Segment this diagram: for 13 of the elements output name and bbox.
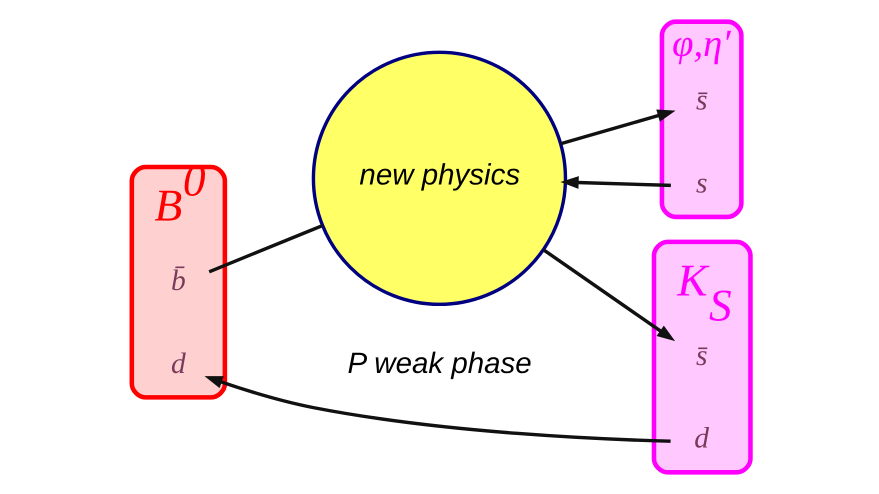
node-text: d bbox=[170, 348, 186, 380]
node-text: d bbox=[694, 422, 709, 455]
node-text: b̄ bbox=[170, 264, 186, 297]
arrow bbox=[560, 110, 676, 146]
arrow bbox=[560, 176, 670, 189]
node-circle: new physics bbox=[311, 50, 567, 306]
arrow bbox=[204, 376, 670, 443]
node-text: s bbox=[695, 167, 707, 200]
node-text: s̄ bbox=[695, 340, 707, 372]
connector bbox=[208, 224, 323, 274]
arrow bbox=[542, 248, 675, 342]
label: P weak phase bbox=[346, 346, 532, 380]
node-text: s̄ bbox=[695, 84, 707, 116]
